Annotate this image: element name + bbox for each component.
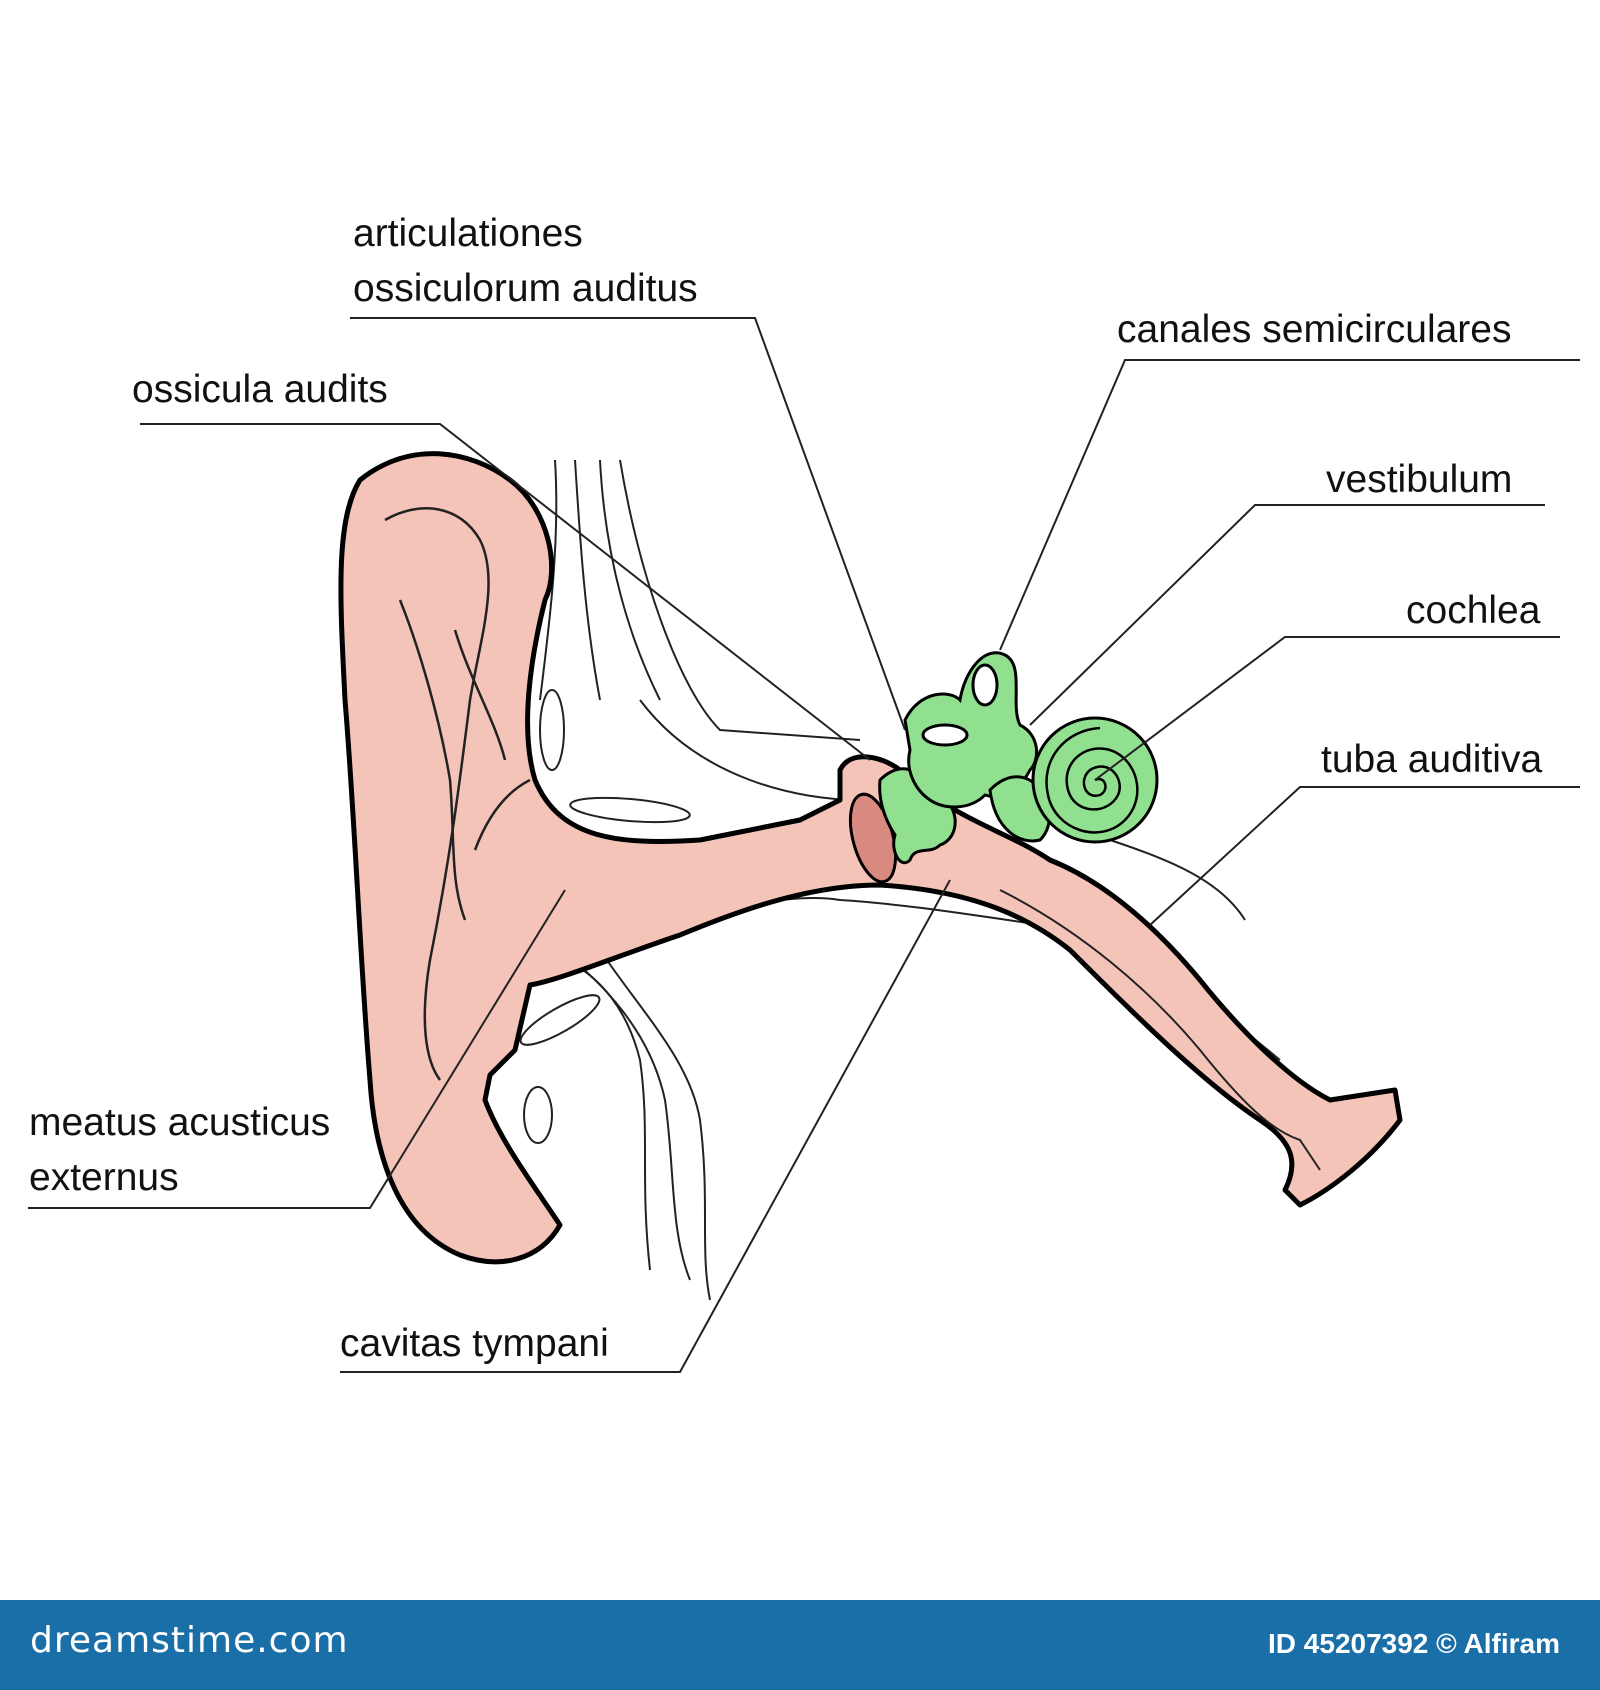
label-tuba-text: tuba auditiva <box>1321 738 1543 781</box>
canal-loop-1 <box>971 663 999 707</box>
label-ossicula: ossicula audits <box>132 362 388 417</box>
label-cavitas-text: cavitas tympani <box>340 1322 609 1365</box>
label-articulationes-line2: ossiculorum auditus <box>353 267 698 310</box>
ear-anatomy-diagram <box>28 317 1580 1373</box>
label-cochlea-text: cochlea <box>1406 589 1541 632</box>
label-cochlea: cochlea <box>1406 583 1540 638</box>
label-articulationes-line1: articulationes <box>353 212 583 255</box>
tuba-inner-line <box>999 889 1321 1171</box>
semicircular-canals <box>903 651 1039 809</box>
label-canales-text: canales semicirculares <box>1117 308 1512 351</box>
label-vestibulum-text: vestibulum <box>1326 458 1513 501</box>
leader-tuba <box>1149 786 1580 926</box>
label-cavitas: cavitas tympani <box>340 1316 609 1371</box>
label-meatus-line2: externus <box>29 1156 179 1199</box>
footer-bar: dreamstime.com ID 45207392 © Alfiram <box>0 1600 1600 1690</box>
label-canales: canales semicirculares <box>1117 302 1511 357</box>
label-meatus-line1: meatus acusticus <box>29 1101 331 1144</box>
footer-credit: ID 45207392 © Alfiram <box>1268 1628 1560 1659</box>
leader-meatus <box>28 889 566 1209</box>
leader-cavitas <box>340 879 951 1373</box>
leader-vestibulum <box>1029 504 1545 726</box>
label-vestibulum: vestibulum <box>1326 452 1512 507</box>
bone-cavities <box>519 689 691 1144</box>
label-meatus: meatus acusticus externus <box>29 1095 330 1205</box>
label-articulationes: articulationes ossiculorum auditus <box>353 206 698 316</box>
leader-ossicula <box>140 423 871 761</box>
footer-logo[interactable]: dreamstime.com <box>30 1620 349 1661</box>
leader-cochlea <box>1094 636 1560 781</box>
label-ossicula-text: ossicula audits <box>132 368 388 411</box>
leader-lines <box>28 317 1580 1373</box>
canal-loop-2 <box>921 723 969 747</box>
cochlea-spiral <box>1045 726 1139 834</box>
auricle-folds <box>384 507 531 1081</box>
leader-canales <box>999 359 1580 651</box>
label-tuba: tuba auditiva <box>1321 732 1542 787</box>
leader-articulationes <box>350 317 906 731</box>
